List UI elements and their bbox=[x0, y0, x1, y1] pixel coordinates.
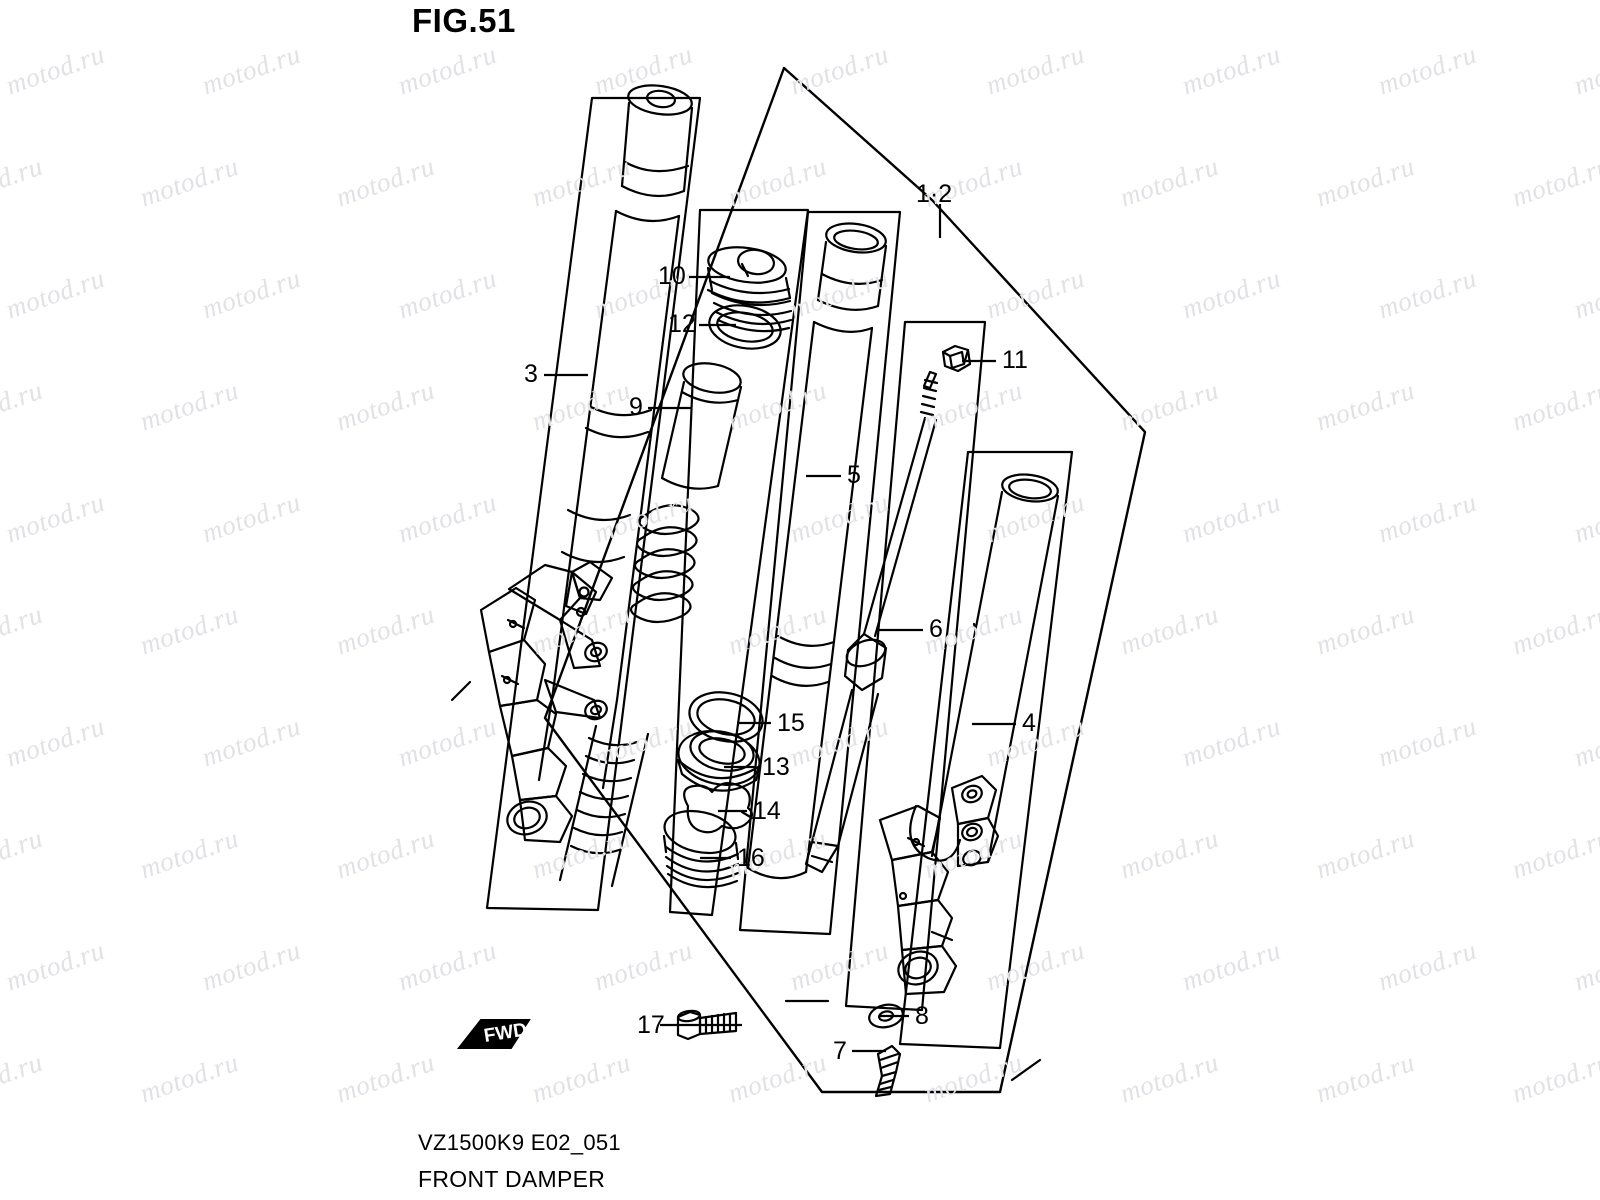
callout-number-8: 8 bbox=[915, 1002, 929, 1030]
figure-caption: VZ1500K9 E02_051 FRONT DAMPER bbox=[418, 1130, 621, 1193]
callout-number-9: 9 bbox=[629, 393, 643, 421]
group-boundary-seal-kit bbox=[668, 208, 810, 917]
part-14-retaining-clip bbox=[683, 781, 754, 834]
callout-number-11: 11 bbox=[1002, 346, 1028, 374]
part-9-spacer-collar bbox=[660, 362, 743, 490]
callout-number-13: 13 bbox=[762, 753, 790, 781]
callout-number-15: 15 bbox=[777, 709, 805, 737]
callout-number-16: 16 bbox=[737, 844, 765, 872]
group-boundary-part-4 bbox=[898, 450, 1074, 1050]
damper-coil-spring bbox=[629, 504, 700, 624]
callout-number-12: 12 bbox=[668, 310, 696, 338]
callout-number-14: 14 bbox=[753, 797, 781, 825]
part-16-slide-bushing bbox=[662, 809, 740, 889]
callout-number-6: 6 bbox=[929, 615, 943, 643]
frame-tick-b bbox=[1010, 1058, 1042, 1082]
part-10-fork-cap-bolt bbox=[706, 246, 793, 333]
callout-number-4: 4 bbox=[1022, 709, 1036, 737]
part-8-gasket-washer bbox=[868, 1003, 904, 1029]
part-5-outer-fork-tube-left bbox=[746, 222, 888, 880]
assembly-boundary-outline bbox=[543, 66, 1147, 1094]
part-4-outer-fork-tube-right bbox=[878, 473, 1060, 996]
callout-number-10: 10 bbox=[658, 262, 686, 290]
callout-number-3: 3 bbox=[524, 360, 538, 388]
part-12-o-ring bbox=[708, 304, 782, 350]
part-3-inner-fork-tube bbox=[479, 84, 694, 888]
callout-number-7: 7 bbox=[833, 1037, 847, 1065]
figure-title: FIG.51 bbox=[412, 2, 516, 39]
group-boundary-part-6 bbox=[844, 320, 987, 1012]
caption-section-name: FRONT DAMPER bbox=[418, 1166, 606, 1192]
frame-tick-a bbox=[450, 680, 472, 702]
frame-tick-c bbox=[972, 622, 978, 634]
group-boundary-part-3 bbox=[485, 96, 702, 912]
callout-number-17: 17 bbox=[637, 1011, 665, 1039]
group-boundary-part-5 bbox=[738, 210, 902, 936]
callout-number-5: 5 bbox=[847, 461, 861, 489]
part-6-damper-rod bbox=[804, 370, 939, 874]
callout-number-1-2: 1·2 bbox=[916, 180, 953, 208]
fwd-direction-marker: FWD bbox=[455, 1008, 535, 1059]
caption-model-code: VZ1500K9 E02_051 bbox=[418, 1130, 621, 1155]
part-13-oil-seal bbox=[676, 730, 762, 792]
part-7-damper-rod-bolt bbox=[874, 1044, 902, 1098]
